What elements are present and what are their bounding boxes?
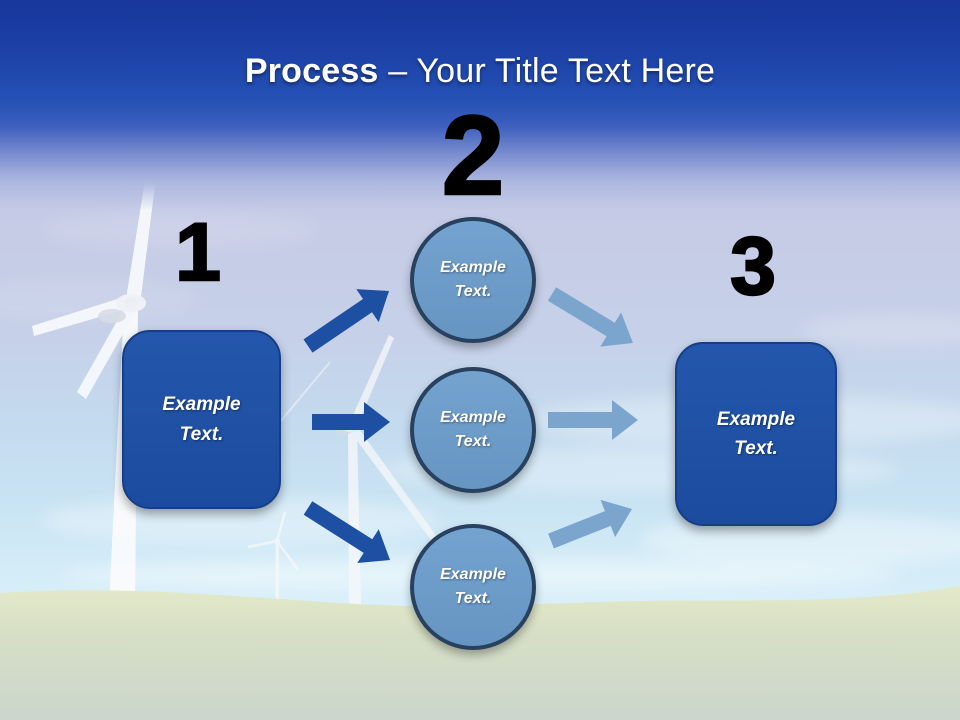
step2-circle-3-label: Example Text. <box>440 566 506 607</box>
step3-label: Example Text. <box>716 408 796 459</box>
step2-circle-3: Example Text. <box>410 524 536 650</box>
step3-box: Example Text. <box>675 342 837 526</box>
step1-box: Example Text. <box>122 330 281 509</box>
slide-title: Process – Your Title Text Here <box>0 52 960 91</box>
step-number-2: 2 <box>441 93 506 218</box>
step2-circle-2-label: Example Text. <box>440 409 506 450</box>
wind-turbine-small <box>247 511 300 611</box>
title-emphasis: Process <box>244 52 379 90</box>
title-rest: – Your Title Text Here <box>388 52 716 90</box>
step2-circle-1: Example Text. <box>410 217 536 343</box>
step1-label: Example Text. <box>162 394 241 445</box>
grass-hill <box>0 586 960 720</box>
step2-circle-2: Example Text. <box>410 367 536 493</box>
step-number-3: 3 <box>729 221 777 312</box>
step2-circle-1-label: Example Text. <box>440 259 506 300</box>
step-number-1: 1 <box>174 207 222 298</box>
header-gradient <box>0 0 960 210</box>
